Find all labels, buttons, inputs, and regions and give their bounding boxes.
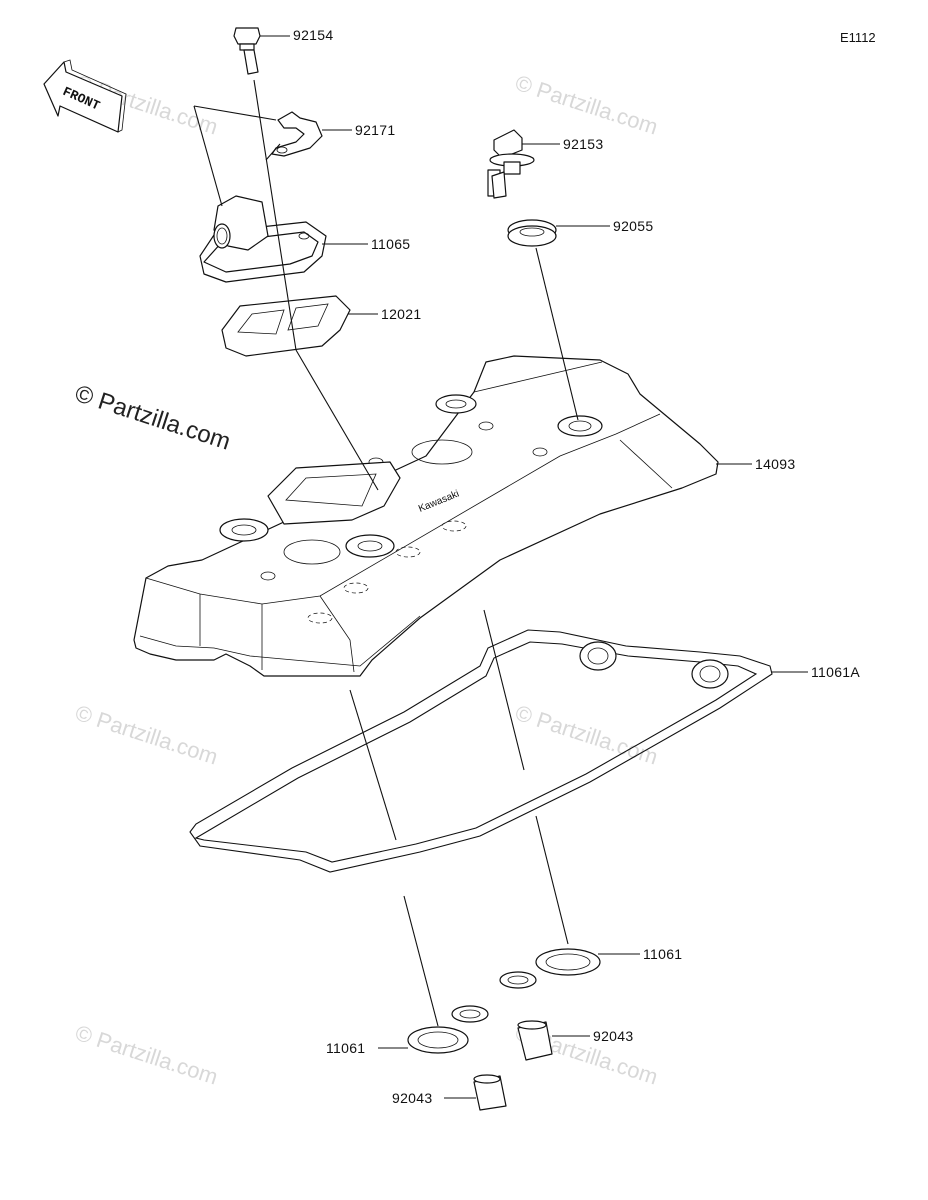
bolt-92153	[487, 129, 535, 199]
part-label[interactable]: 12021	[381, 306, 422, 322]
pin-92043-upper	[517, 1020, 553, 1061]
part-label[interactable]: 92154	[293, 27, 334, 43]
part-label[interactable]: 92153	[563, 136, 604, 152]
part-label[interactable]: 92171	[355, 122, 396, 138]
part-label[interactable]: 92043	[593, 1028, 634, 1044]
plug-gasket-11061-left	[407, 1005, 489, 1054]
diagram-code: E1112	[840, 30, 876, 45]
part-label[interactable]: 11061	[326, 1040, 366, 1056]
breather-cover-11065	[199, 195, 327, 283]
part-label[interactable]: 11061	[643, 946, 683, 962]
reed-plate-12021	[221, 295, 351, 357]
pin-92043-lower	[473, 1074, 507, 1111]
callout-lines	[193, 35, 808, 1099]
clamp-92171	[271, 111, 323, 157]
part-label[interactable]: 11061A	[811, 664, 861, 680]
part-label[interactable]: 11065	[371, 236, 411, 252]
part-label[interactable]: 92055	[613, 218, 654, 234]
head-cover-14093: Kawasaki	[133, 355, 719, 677]
gasket-11061A	[189, 629, 773, 873]
front-arrow-icon: FRONT	[43, 59, 127, 133]
grommet-92055	[507, 219, 557, 247]
bolt-92154	[233, 27, 261, 75]
part-label[interactable]: 92043	[392, 1090, 433, 1106]
plug-gasket-11061-right	[499, 948, 601, 989]
part-label[interactable]: 14093	[755, 456, 796, 472]
